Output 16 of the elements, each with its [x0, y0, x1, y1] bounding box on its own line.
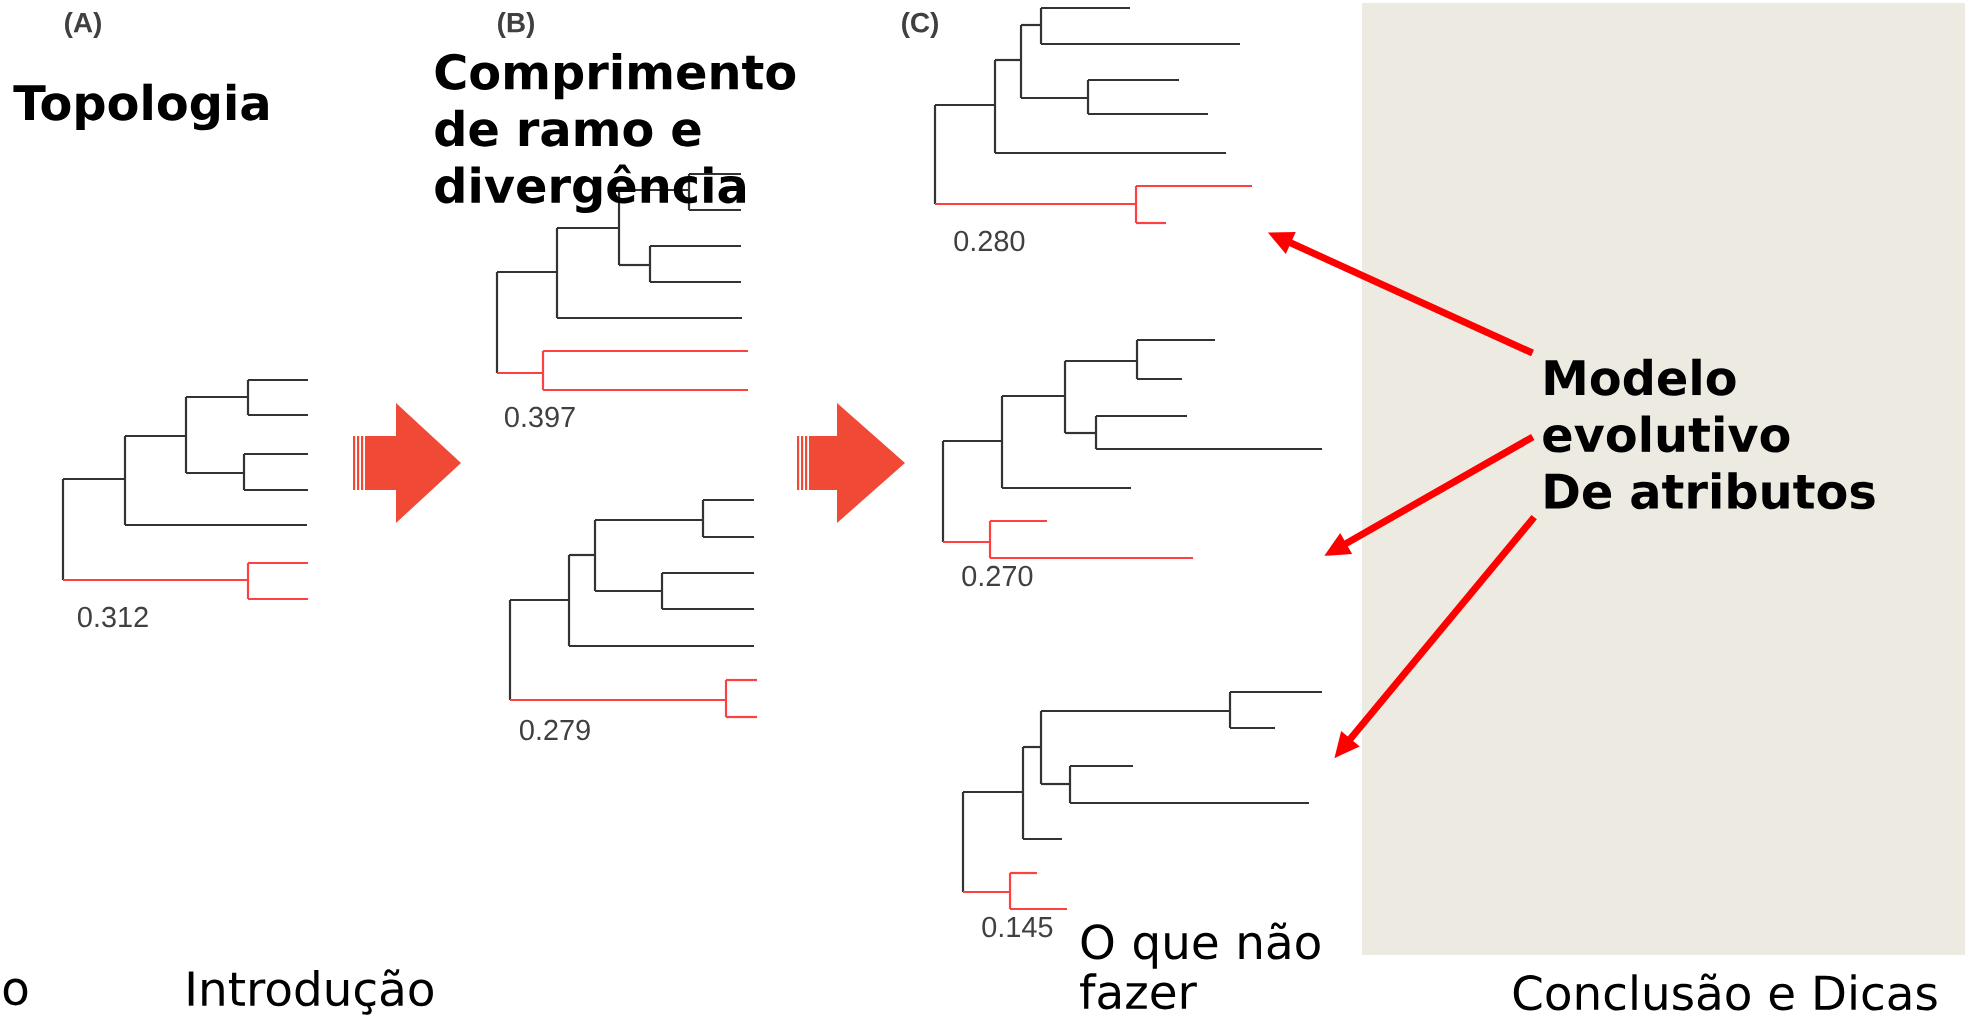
tree-drawing [941, 338, 1322, 560]
annotation-text: Modelo evolutivo De atributos [1543, 358, 1875, 510]
distance-value: 0.279 [520, 719, 590, 741]
distance-value: 0.397 [505, 406, 575, 428]
panel-letter: (A) [65, 12, 101, 38]
panel-letter: (B) [498, 12, 534, 38]
menu-item: Introdução [188, 969, 433, 1015]
panel-letter: (C) [902, 12, 938, 38]
menu-item: Conclusão e Dicas [1513, 973, 1937, 1011]
heading: Topologia [13, 83, 268, 131]
distance-value: 0.280 [954, 230, 1025, 252]
tree-drawing [961, 690, 1322, 911]
distance-value: 0.312 [78, 606, 148, 628]
menu-item: o [3, 978, 28, 1006]
distance-value: 0.145 [982, 916, 1053, 938]
distance-value: 0.270 [962, 565, 1033, 587]
